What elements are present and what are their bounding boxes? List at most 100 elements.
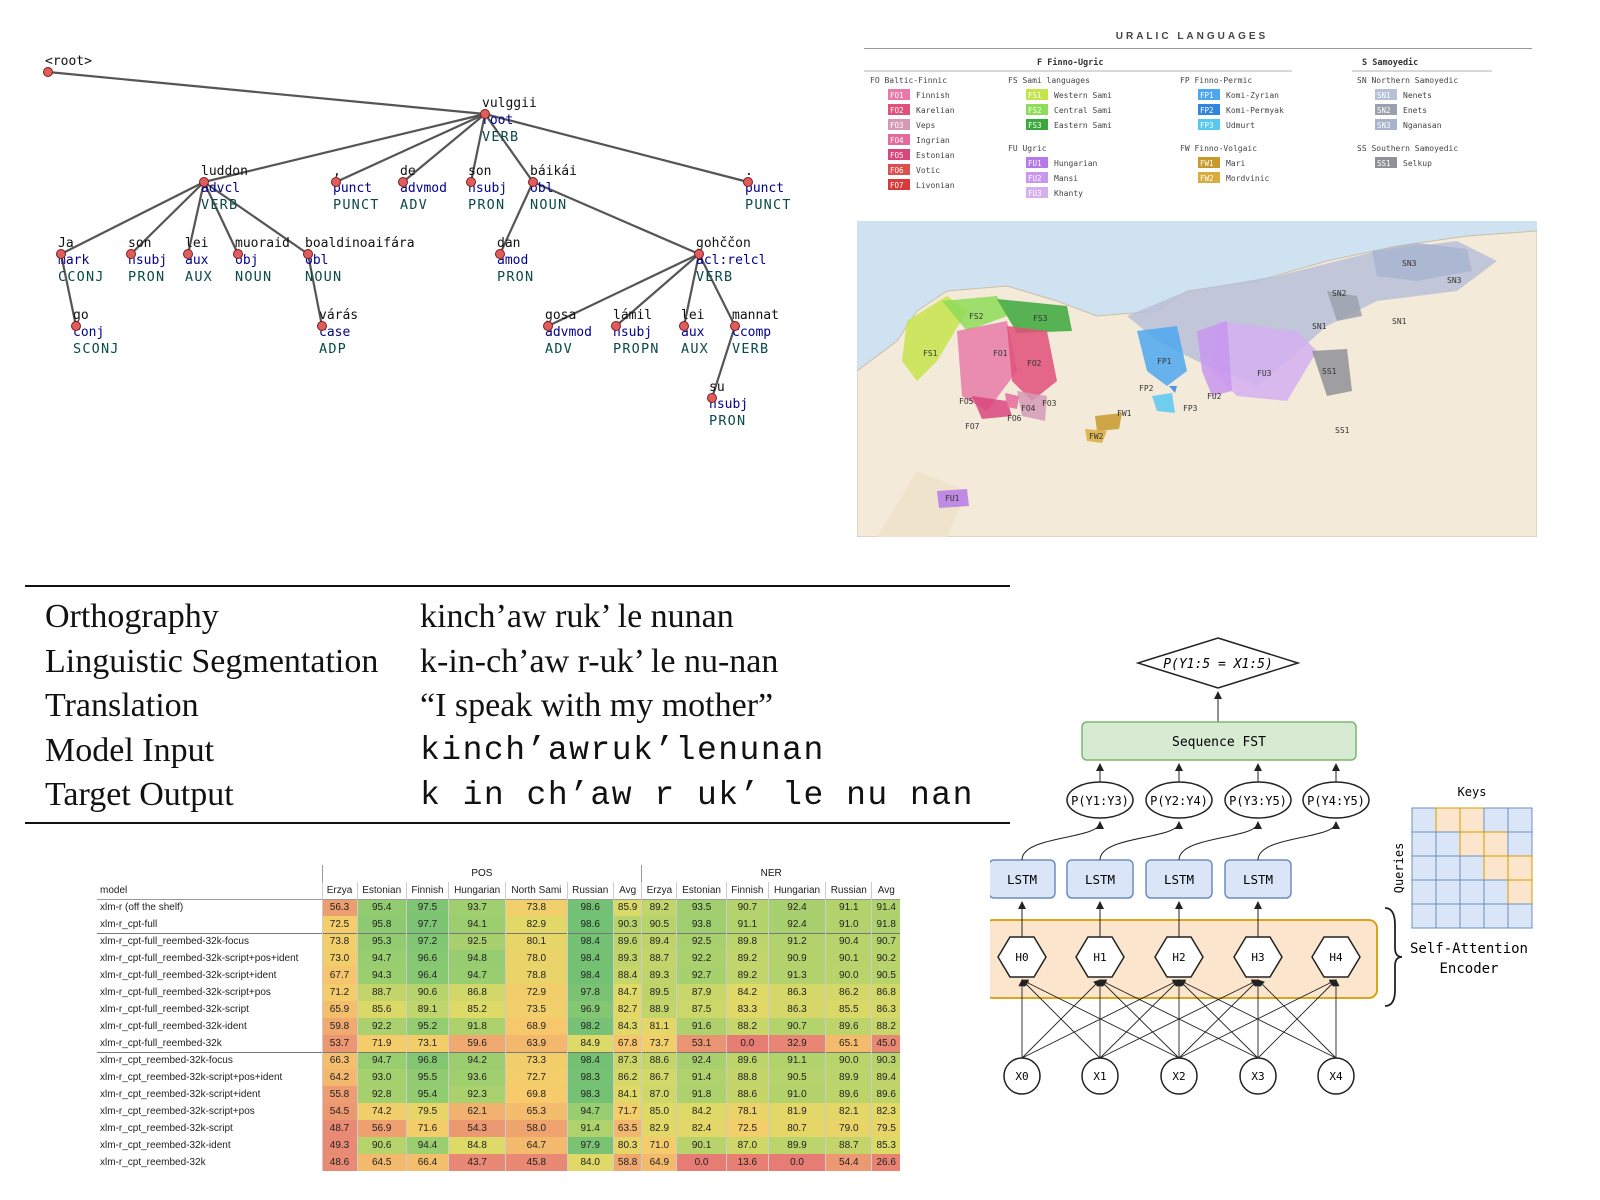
- dependency-word: boaldinoaifára: [305, 236, 415, 251]
- map-label: FW1: [1117, 409, 1132, 418]
- score-cell: 87.0: [641, 1086, 677, 1103]
- score-cell: 82.4: [676, 1120, 727, 1137]
- score-cell: 0.0: [676, 1154, 727, 1171]
- attention-cell: [1507, 855, 1533, 881]
- hidden-state-node: [1311, 936, 1361, 978]
- dependency-edge: [698, 253, 736, 327]
- legend-swatch: [888, 149, 910, 160]
- map-label: FS3: [1033, 314, 1048, 323]
- hidden-state-label: H2: [1172, 951, 1185, 964]
- score-cell: 89.4: [871, 1069, 900, 1086]
- group-header-ner: NER: [641, 865, 900, 882]
- legend-group-heading: FO Baltic-Finnic: [870, 76, 947, 85]
- score-cell: 86.2: [825, 984, 872, 1001]
- map-region-sn2: [1327, 291, 1362, 321]
- dependency-relation: conj: [73, 325, 104, 340]
- dependency-word: su: [709, 380, 725, 395]
- queries-label: Queries: [1392, 843, 1406, 894]
- score-cell: 89.6: [825, 1018, 872, 1035]
- attention-cell: [1507, 807, 1533, 833]
- score-cell: 85.2: [448, 1001, 506, 1018]
- attention-cell: [1435, 903, 1461, 929]
- legend-swatch: [888, 119, 910, 130]
- dependency-relation: advcl: [201, 181, 240, 196]
- dependency-relation: root: [482, 113, 513, 128]
- score-cell: 89.6: [825, 1086, 872, 1103]
- score-cell: 94.7: [356, 1051, 407, 1069]
- column-header: Finnish: [725, 882, 769, 899]
- map-label: FP2: [1139, 384, 1154, 393]
- dependency-relation: ccomp: [732, 325, 771, 340]
- legend-code: FO3: [890, 121, 904, 130]
- input-label: X3: [1251, 1070, 1264, 1083]
- legend-code: FW2: [1200, 174, 1214, 183]
- score-cell: 92.2: [676, 950, 727, 967]
- dependency-word: <root>: [45, 54, 92, 69]
- dependency-pos: ADV: [545, 341, 573, 357]
- legend-swatch: [888, 104, 910, 115]
- score-cell: 89.4: [641, 932, 677, 950]
- legend-swatch: [1198, 157, 1220, 168]
- output-probability-label: P(Y1:5 = X1:5): [1163, 657, 1273, 672]
- dependency-node-dot: [43, 67, 53, 77]
- score-cell: 89.9: [825, 1069, 872, 1086]
- score-cell: 89.6: [725, 1051, 769, 1069]
- map-label: FO1: [993, 349, 1008, 358]
- attention-cell: [1411, 903, 1437, 929]
- dependency-relation: advmod: [545, 325, 592, 340]
- model-name: xlm-r_cpt_reembed-32k-script: [100, 1123, 233, 1134]
- score-cell: 95.2: [405, 1018, 449, 1035]
- legend-name: Enets: [1403, 106, 1427, 115]
- score-cell: 92.4: [767, 899, 826, 916]
- input-node: [1317, 1057, 1355, 1095]
- dependency-edge: [306, 253, 324, 327]
- legend-swatch: [1198, 172, 1220, 183]
- legend-code: SN2: [1377, 106, 1391, 115]
- architecture-diagram: P(Y1:5 = X1:5)Sequence FSTP(Y1:Y3)P(Y2:Y…: [990, 637, 1533, 1095]
- score-cell: 71.6: [405, 1120, 449, 1137]
- score-cell: 64.2: [321, 1069, 357, 1086]
- input-label: X1: [1093, 1070, 1106, 1083]
- input-label: X0: [1015, 1070, 1028, 1083]
- score-cell: 97.5: [405, 899, 449, 916]
- score-cell: 89.2: [725, 967, 769, 984]
- score-cell: 78.1: [725, 1103, 769, 1120]
- score-cell: 88.7: [356, 984, 407, 1001]
- score-cell: 92.5: [448, 932, 506, 950]
- legend-name: Karelian: [916, 106, 955, 115]
- row-value: k-in-ch’aw r-uk’ le nu-nan: [420, 642, 779, 680]
- model-name: xlm-r_cpt_reembed-32k-script+pos: [100, 1106, 255, 1117]
- score-cell: 72.9: [505, 984, 568, 1001]
- legend-swatch: [1375, 119, 1397, 130]
- score-cell: 63.9: [505, 1035, 568, 1052]
- score-cell: 84.7: [612, 984, 642, 1001]
- score-cell: 71.2: [321, 984, 357, 1001]
- attention-cell: [1459, 903, 1485, 929]
- attention-cell: [1435, 807, 1461, 833]
- dependency-node-dot: [495, 249, 505, 259]
- pair-probability-node: [1066, 781, 1134, 819]
- legend-group-heading: SN Northern Samoyedic: [1357, 76, 1458, 85]
- score-cell: 82.7: [612, 1001, 642, 1018]
- legend-name: Nganasan: [1403, 121, 1442, 130]
- row-label: Orthography: [45, 598, 219, 636]
- map-label: FU2: [1207, 392, 1222, 401]
- model-name: xlm-r_cpt-full_reembed-32k-script: [100, 1004, 249, 1015]
- score-cell: 92.7: [676, 967, 727, 984]
- dependency-pos: VERB: [732, 341, 769, 357]
- score-cell: 91.4: [676, 1069, 727, 1086]
- dependency-pos: PRON: [497, 269, 534, 285]
- score-cell: 90.7: [767, 1018, 826, 1035]
